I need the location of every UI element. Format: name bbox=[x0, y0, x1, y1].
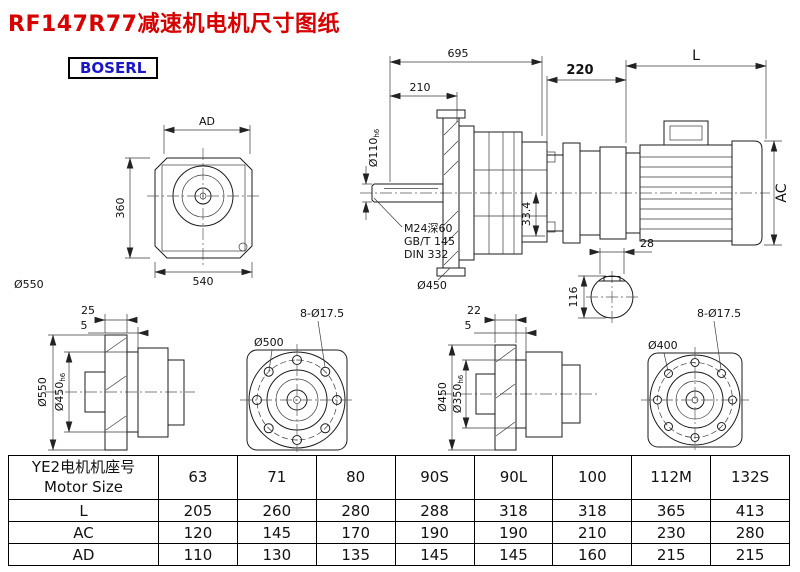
dia-110-tolerance: h6 bbox=[373, 128, 381, 137]
table-row-AD: AD 110 130 135 145 145 160 215 215 bbox=[8, 543, 790, 566]
dim-5b-label: 5 bbox=[465, 319, 472, 332]
flange1-side-view: 25 5 Ø550 Ø450h6 bbox=[36, 304, 195, 451]
flange2-side-view: 22 5 Ø450 Ø350h6 bbox=[436, 304, 600, 451]
cell-AC-80: 170 bbox=[315, 521, 396, 544]
col-header-71: 71 bbox=[236, 455, 317, 500]
brand-logo: BOSERL bbox=[68, 57, 159, 79]
dia-450c-label: Ø450 bbox=[436, 382, 449, 412]
dim-220-label: 220 bbox=[566, 63, 593, 78]
cell-AD-112m: 215 bbox=[631, 543, 712, 566]
col-header-80: 80 bbox=[315, 455, 396, 500]
header-cn: YE2电机机座号 bbox=[31, 458, 136, 476]
cell-AC-63: 120 bbox=[158, 521, 238, 544]
tap-note-label: M24深60 bbox=[404, 222, 453, 235]
cell-AD-90l: 145 bbox=[473, 543, 554, 566]
holes1-label: 8-Ø17.5 bbox=[300, 307, 344, 320]
cell-AC-100: 210 bbox=[552, 521, 633, 544]
dimension-table: YE2电机机座号 Motor Size 63 71 80 90S 90L 100… bbox=[8, 455, 790, 566]
dim-22-label: 22 bbox=[467, 304, 481, 317]
dim-695-label: 695 bbox=[448, 47, 469, 60]
std-din-label: DIN 332 bbox=[404, 248, 448, 261]
dia-350h6-value: Ø350 bbox=[451, 384, 464, 414]
dia-350h6-tolerance: h6 bbox=[457, 374, 465, 383]
cell-AC-112m: 230 bbox=[631, 521, 712, 544]
dim-AC-label: AC bbox=[774, 183, 790, 202]
gearbox-front-view: AD 360 540 Ø550 bbox=[14, 115, 259, 291]
cell-AC-90l: 190 bbox=[473, 521, 554, 544]
row-label-L: L bbox=[8, 499, 159, 522]
dia-450h6-value: Ø450 bbox=[53, 382, 66, 412]
motor-size-header: YE2电机机座号 Motor Size bbox=[8, 455, 159, 500]
dia-450-label: Ø450 bbox=[417, 279, 447, 292]
dia-110-value: Ø110 bbox=[367, 138, 380, 168]
col-header-112m: 112M bbox=[631, 455, 712, 500]
dia-110h6-label: Ø110h6 bbox=[367, 128, 381, 167]
table-row-AC: AC 120 145 170 190 190 210 230 280 bbox=[8, 521, 790, 544]
dim-210-label: 210 bbox=[410, 81, 431, 94]
holes2-label: 8-Ø17.5 bbox=[697, 307, 741, 320]
terminal-box bbox=[663, 120, 709, 146]
motor-shaft-end-view: 116 28 bbox=[567, 237, 654, 323]
dim-L-label: L bbox=[692, 48, 700, 64]
dia-450h6-tolerance: h6 bbox=[59, 372, 67, 381]
std-gbt-label: GB/T 145 bbox=[404, 235, 455, 248]
dim-25-label: 25 bbox=[81, 304, 95, 317]
cell-AD-132s: 215 bbox=[710, 543, 790, 566]
cell-AC-132s: 280 bbox=[710, 521, 790, 544]
cell-L-90l: 318 bbox=[473, 499, 554, 522]
gearbox-section-view: 695 210 Ø110h6 M24深60 GB/T 145 DIN 332 3… bbox=[360, 47, 770, 292]
col-header-90l: 90L bbox=[473, 455, 554, 500]
cell-AC-90s: 190 bbox=[394, 521, 475, 544]
dim-540-label: 540 bbox=[193, 275, 214, 288]
cell-L-112m: 365 bbox=[631, 499, 712, 522]
col-header-132s: 132S bbox=[710, 455, 790, 500]
dim-33-4-label: 33.4 bbox=[520, 202, 533, 227]
cell-L-63: 205 bbox=[158, 499, 238, 522]
row-label-AD: AD bbox=[8, 543, 159, 566]
cell-L-90s: 288 bbox=[394, 499, 475, 522]
dia-450h6-label: Ø450h6 bbox=[53, 372, 67, 411]
cell-AD-90s: 145 bbox=[394, 543, 475, 566]
cell-AC-71: 145 bbox=[236, 521, 317, 544]
cell-AD-80: 135 bbox=[315, 543, 396, 566]
cell-L-132s: 413 bbox=[710, 499, 790, 522]
motor-view: 220 L AC 116 bbox=[546, 48, 790, 323]
cell-AD-71: 130 bbox=[236, 543, 317, 566]
header-en: Motor Size bbox=[44, 477, 123, 496]
dim-360-label: 360 bbox=[114, 198, 127, 219]
col-header-63: 63 bbox=[158, 455, 238, 500]
dim-ad-label: AD bbox=[199, 115, 215, 128]
dia-400-label: Ø400 bbox=[648, 339, 678, 352]
table-header-row: YE2电机机座号 Motor Size 63 71 80 90S 90L 100… bbox=[8, 455, 790, 500]
dia-500-label: Ø500 bbox=[254, 336, 284, 349]
dia-550b-label: Ø550 bbox=[36, 377, 49, 407]
dia-350h6-label: Ø350h6 bbox=[451, 374, 465, 413]
cell-L-80: 280 bbox=[315, 499, 396, 522]
cell-AD-63: 110 bbox=[158, 543, 238, 566]
row-label-AC: AC bbox=[8, 521, 159, 544]
cell-AD-100: 160 bbox=[552, 543, 633, 566]
col-header-100: 100 bbox=[552, 455, 633, 500]
flange2-front-view: 8-Ø17.5 Ø400 bbox=[641, 307, 749, 450]
table-row-L: L 205 260 280 288 318 318 365 413 bbox=[8, 499, 790, 522]
technical-drawing: AD 360 540 Ø550 bbox=[14, 47, 790, 452]
dia-550-label: Ø550 bbox=[14, 278, 44, 291]
dim-116-label: 116 bbox=[567, 287, 580, 308]
dim-5a-label: 5 bbox=[81, 319, 88, 332]
flange1-front-view: 8-Ø17.5 Ø500 bbox=[240, 307, 354, 452]
cell-L-100: 318 bbox=[552, 499, 633, 522]
dim-28-label: 28 bbox=[640, 237, 654, 250]
page-title: RF147R77减速机电机尺寸图纸 bbox=[8, 12, 340, 37]
cell-L-71: 260 bbox=[236, 499, 317, 522]
col-header-90s: 90S bbox=[394, 455, 475, 500]
